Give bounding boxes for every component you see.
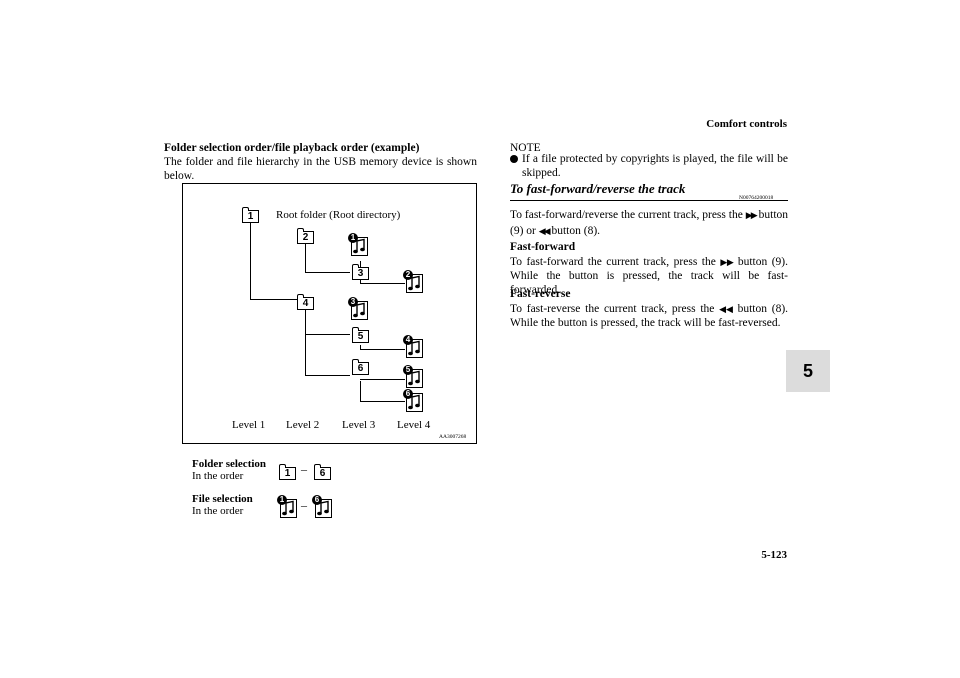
section-title: To fast-forward/reverse the track [510,181,686,196]
folder-icon: 5 [351,327,369,343]
folder-icon: 6 [351,359,369,375]
folder-icon: 4 [296,294,314,310]
file-number-badge: 5 [403,365,413,375]
folder-icon: 1 [278,464,296,480]
fast-forward-text: To fast-forward the current track, press… [510,256,789,296]
file-number-badge: 3 [348,297,358,307]
file-number-badge: 4 [403,335,413,345]
level-label: Level 4 [397,419,431,431]
folder-icon: 3 [351,264,369,280]
fast-forward-title: Fast-forward [510,241,576,253]
file-number-badge: 1 [348,233,358,243]
bullet-dot-icon [510,155,518,163]
running-header: Comfort controls [706,118,787,130]
rewind-icon: ◀◀ [719,304,735,314]
chapter-tab-number: 5 [802,361,813,381]
section-rule [510,200,788,201]
folder-icon: 2 [296,228,314,244]
section-intro: To fast-forward/reverse the current trac… [510,209,789,237]
rewind-icon: ◀◀ [538,226,551,236]
root-folder-label: Root folder (Root directory) [276,209,401,221]
fast-forward-icon: ▶▶ [745,210,758,220]
level-label: Level 3 [342,419,376,431]
folder-selection-title: Folder selection [192,458,267,470]
file-number-badge: 2 [403,270,413,280]
chapter-tab [786,350,830,392]
fast-reverse-title: Fast-reverse [510,288,571,300]
folder-selection-sub: In the order [192,470,244,482]
file-selection-sub: In the order [192,505,244,517]
file-selection-title: File selection [192,493,253,505]
figure-code: AA3007268 [439,434,467,440]
file-number-badge: 1 [277,495,287,505]
folder-order-intro: The folder and file hierarchy in the USB… [164,156,477,182]
folder-hierarchy-diagram: 1 2 3 4 5 6 Root folder (Root directory)… [182,183,477,444]
section-code: N00764200018 [739,195,774,201]
level-label: Level 1 [232,419,266,431]
note-bullet-text: If a file protected by copyrights is pla… [522,153,788,179]
fast-forward-icon: ▶▶ [720,257,735,267]
file-number-badge: 6 [312,495,322,505]
file-number-badge: 6 [403,389,413,399]
folder-icon: 6 [313,464,331,480]
fast-reverse-text: To fast-reverse the current track, press… [510,303,789,329]
folder-order-heading: Folder selection order/file playback ord… [164,142,420,154]
level-label: Level 2 [286,419,320,431]
note-label: NOTE [510,142,541,154]
page-number: 5-123 [761,549,787,561]
range-dash: – [301,462,307,476]
folder-icon: 1 [241,207,259,223]
range-dash: – [301,498,307,512]
